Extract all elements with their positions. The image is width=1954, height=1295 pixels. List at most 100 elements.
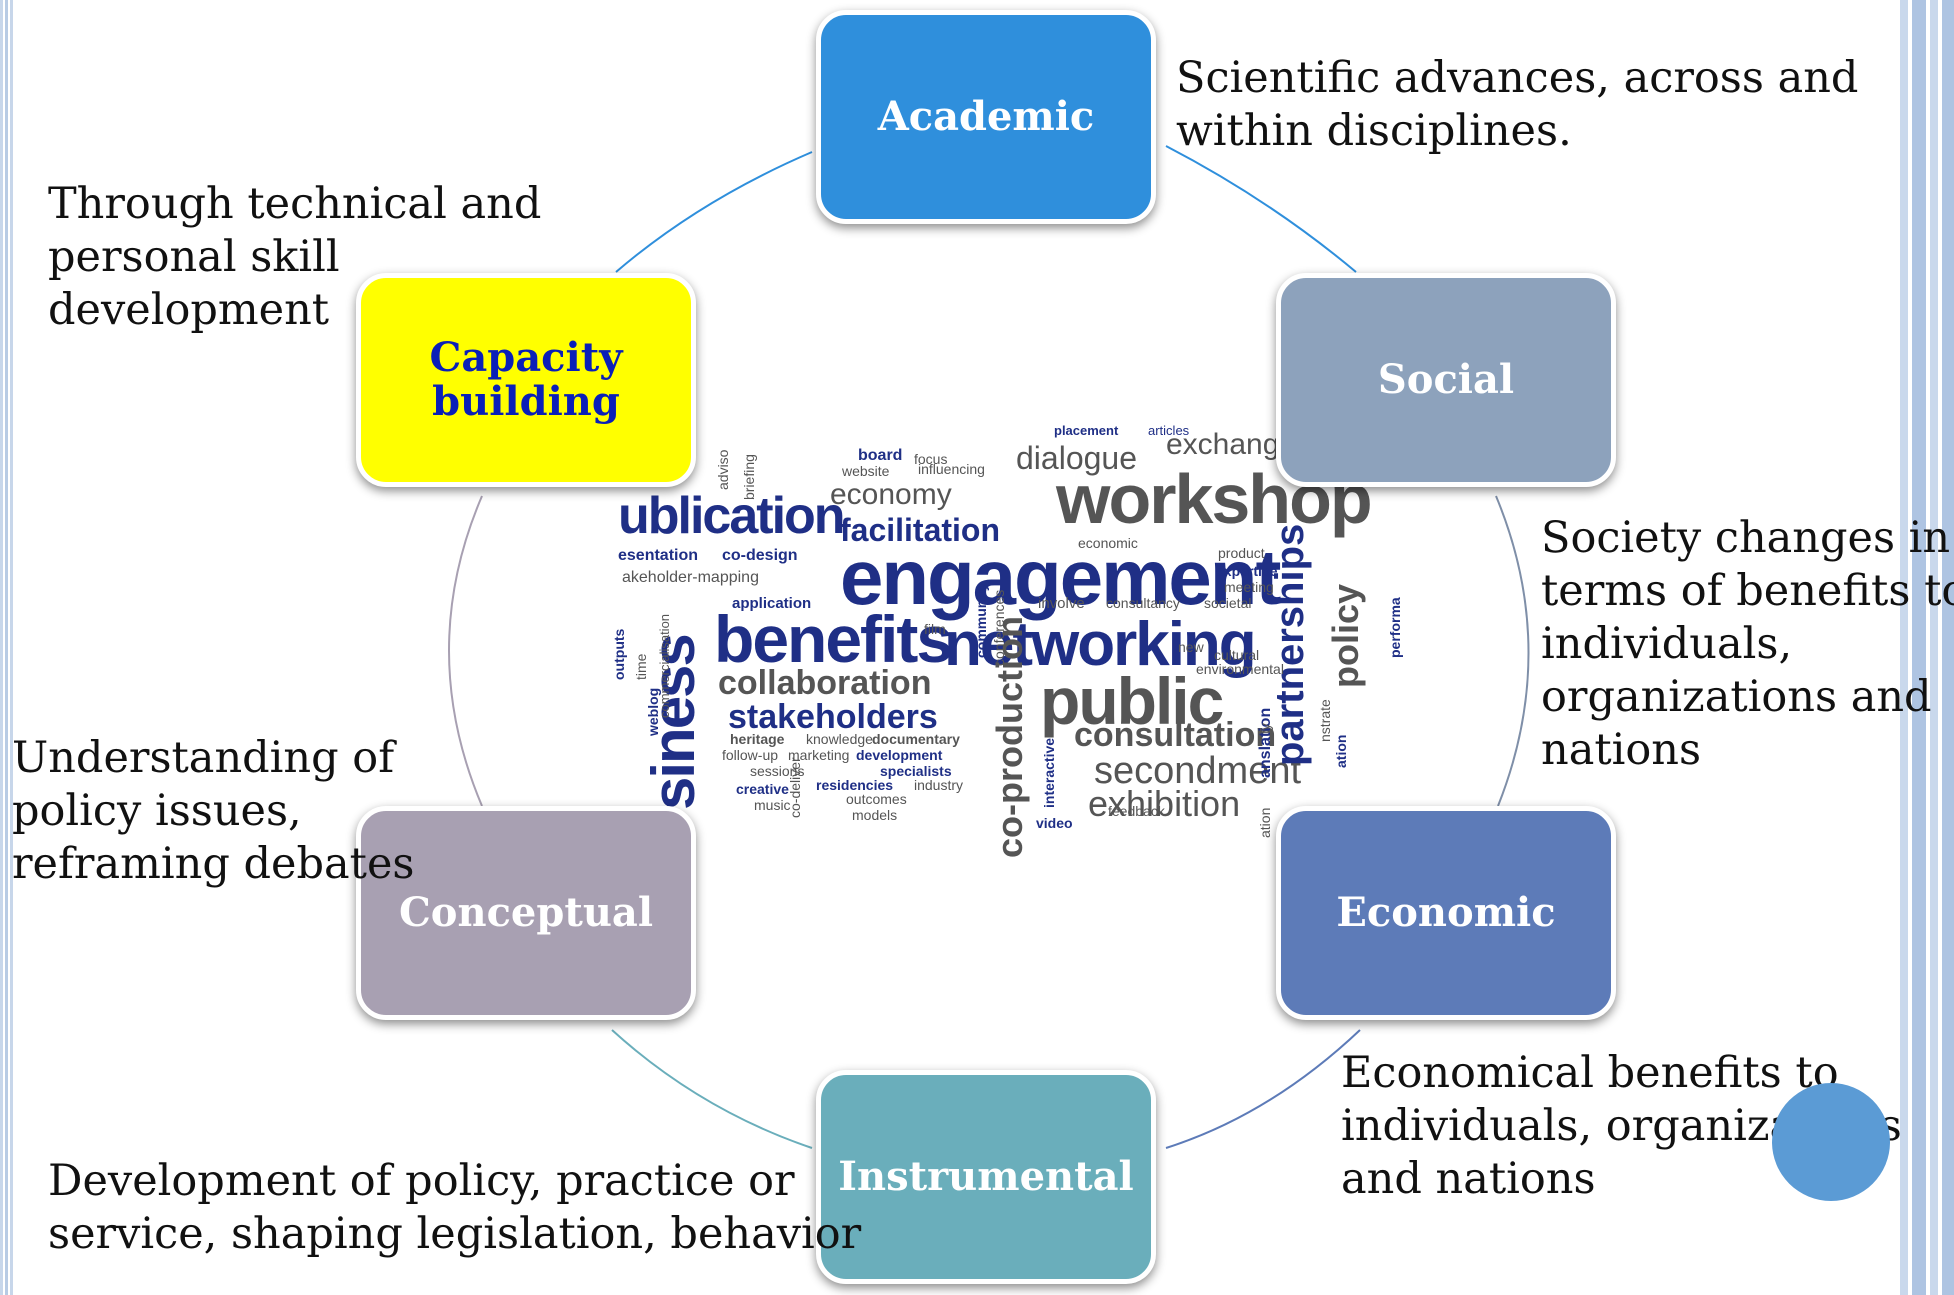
word-cloud-word: ty (1257, 723, 1273, 734)
word-cloud-word: anslation (1257, 707, 1274, 778)
word-cloud-word: knowledge (806, 731, 873, 747)
economic-node: Economic (1276, 806, 1616, 1020)
word-cloud-word: feedback (1108, 803, 1165, 819)
word-cloud-word: conferences (991, 589, 1007, 666)
word-cloud-word: film (924, 621, 946, 637)
connector-instrumental-conceptual (611, 1029, 813, 1149)
word-cloud-word: consultancy (1106, 595, 1180, 611)
word-cloud-word: public (1040, 664, 1224, 738)
word-cloud-word: documentary (872, 731, 960, 747)
capacity-building-label: Capacity building (430, 336, 623, 424)
description-line: personal skill (48, 232, 340, 282)
word-cloud-word: facilitation (840, 512, 1001, 548)
word-cloud-word: marketing (788, 747, 850, 763)
word-cloud-word: adviso (715, 449, 731, 490)
word-cloud-word: exhibition (1088, 783, 1241, 824)
academic-node: Academic (816, 10, 1156, 224)
conceptual-node: Conceptual (356, 806, 696, 1020)
left-border-decoration (0, 0, 16, 1295)
connector-social-economic (1495, 495, 1530, 807)
word-cloud-word: focus (914, 451, 948, 467)
word-cloud-word: application (732, 595, 812, 612)
word-cloud-word: dialogue (1016, 440, 1137, 476)
word-cloud-word: environmental (1196, 661, 1284, 677)
word-cloud-word: heritage (730, 731, 785, 747)
word-cloud-word: economic (1078, 535, 1138, 551)
social-label: Social (1377, 356, 1515, 403)
instrumental-label: Instrumental (838, 1153, 1134, 1200)
word-cloud-word: follow-up (722, 747, 779, 763)
description-line: Scientific advances, across and (1176, 53, 1859, 103)
description-line: Understanding of (12, 733, 395, 783)
economic-label: Economic (1336, 889, 1556, 936)
word-cloud-word: cultural (1214, 647, 1260, 663)
word-cloud-word: engagement (840, 533, 1281, 621)
academic-description: Scientific advances, across and within d… (1176, 52, 1858, 158)
word-cloud-word: specialists (880, 763, 952, 779)
word-cloud-word: board (858, 447, 903, 464)
word-cloud-word: weblog (645, 687, 661, 736)
connector-economic-instrumental (1165, 1029, 1361, 1149)
word-cloud-word: website (842, 463, 890, 479)
instrumental-description: Development of policy, practice or servi… (48, 1155, 861, 1261)
word-cloud-word: ation (1333, 734, 1349, 768)
word-cloud-word: new (1178, 639, 1204, 655)
word-cloud-word: akeholder-mapping (622, 569, 759, 586)
word-cloud-word: ation (1257, 807, 1273, 838)
word-cloud-word: time (633, 653, 649, 680)
description-line: individuals, (1541, 619, 1793, 669)
capacity-label-line: building (432, 378, 620, 425)
conceptual-label: Conceptual (398, 889, 654, 936)
description-line: terms of benefits to (1541, 566, 1954, 616)
conceptual-description: Understanding of policy issues, reframin… (12, 732, 414, 891)
word-cloud-word: creative (736, 781, 789, 797)
word-cloud-word: co-deliver (787, 757, 803, 818)
word-cloud-word: involve (1038, 595, 1085, 612)
word-cloud-word: development (856, 747, 943, 763)
word-cloud-word: articles (1148, 423, 1190, 438)
word-cloud-word: interactive (1041, 737, 1057, 808)
connector-capacity-academic (615, 151, 813, 273)
description-line: Society changes in (1541, 513, 1951, 563)
social-node: Social (1276, 273, 1616, 487)
social-description: Society changes in terms of benefits to … (1541, 512, 1954, 777)
description-line: Economical benefits to (1341, 1048, 1839, 1098)
academic-label: Academic (877, 93, 1095, 140)
description-line: and nations (1341, 1154, 1596, 1204)
word-cloud-word: nstrate (1317, 699, 1333, 742)
word-cloud-word: benefits (714, 602, 953, 676)
word-cloud-word: briefing (741, 454, 757, 500)
word-cloud-word: sessions (750, 763, 805, 779)
word-cloud-word: secondment (1094, 750, 1302, 792)
word-cloud-word: industry (914, 777, 964, 793)
word-cloud-word: esentation (618, 547, 699, 564)
right-border-decoration (1896, 0, 1954, 1295)
capacity-building-node: Capacity building (356, 273, 696, 487)
word-cloud-word: economy (830, 478, 952, 511)
description-line: nations (1541, 725, 1702, 775)
description-line: reframing debates (12, 839, 415, 889)
description-line: organizations and (1541, 672, 1932, 722)
word-cloud-word: models (852, 807, 898, 823)
connector-academic-social (1165, 145, 1357, 273)
word-cloud-word: music (754, 797, 791, 813)
word-cloud-word: policy (1325, 583, 1366, 688)
word-cloud-word: networking (944, 610, 1257, 679)
word-cloud-word: outputs (611, 628, 627, 680)
description-line: Development of policy, practice or (48, 1156, 795, 1206)
word-cloud-word: partnerships (1268, 523, 1312, 766)
capacity-label-line: Capacity (429, 334, 623, 381)
word-cloud-word: expertise (1216, 563, 1278, 579)
description-line: service, shaping legislation, behavior (48, 1209, 862, 1259)
word-cloud-word: residencies (816, 777, 894, 793)
word-cloud-word: co-design (722, 547, 798, 564)
connector-conceptual-capacity (448, 495, 483, 807)
word-cloud-word: ublication (618, 487, 846, 545)
description-line: development (48, 285, 330, 335)
word-cloud-word: placement (1054, 423, 1119, 438)
description-line: policy issues, (12, 786, 302, 836)
word-cloud-word: outcomes (846, 791, 907, 807)
